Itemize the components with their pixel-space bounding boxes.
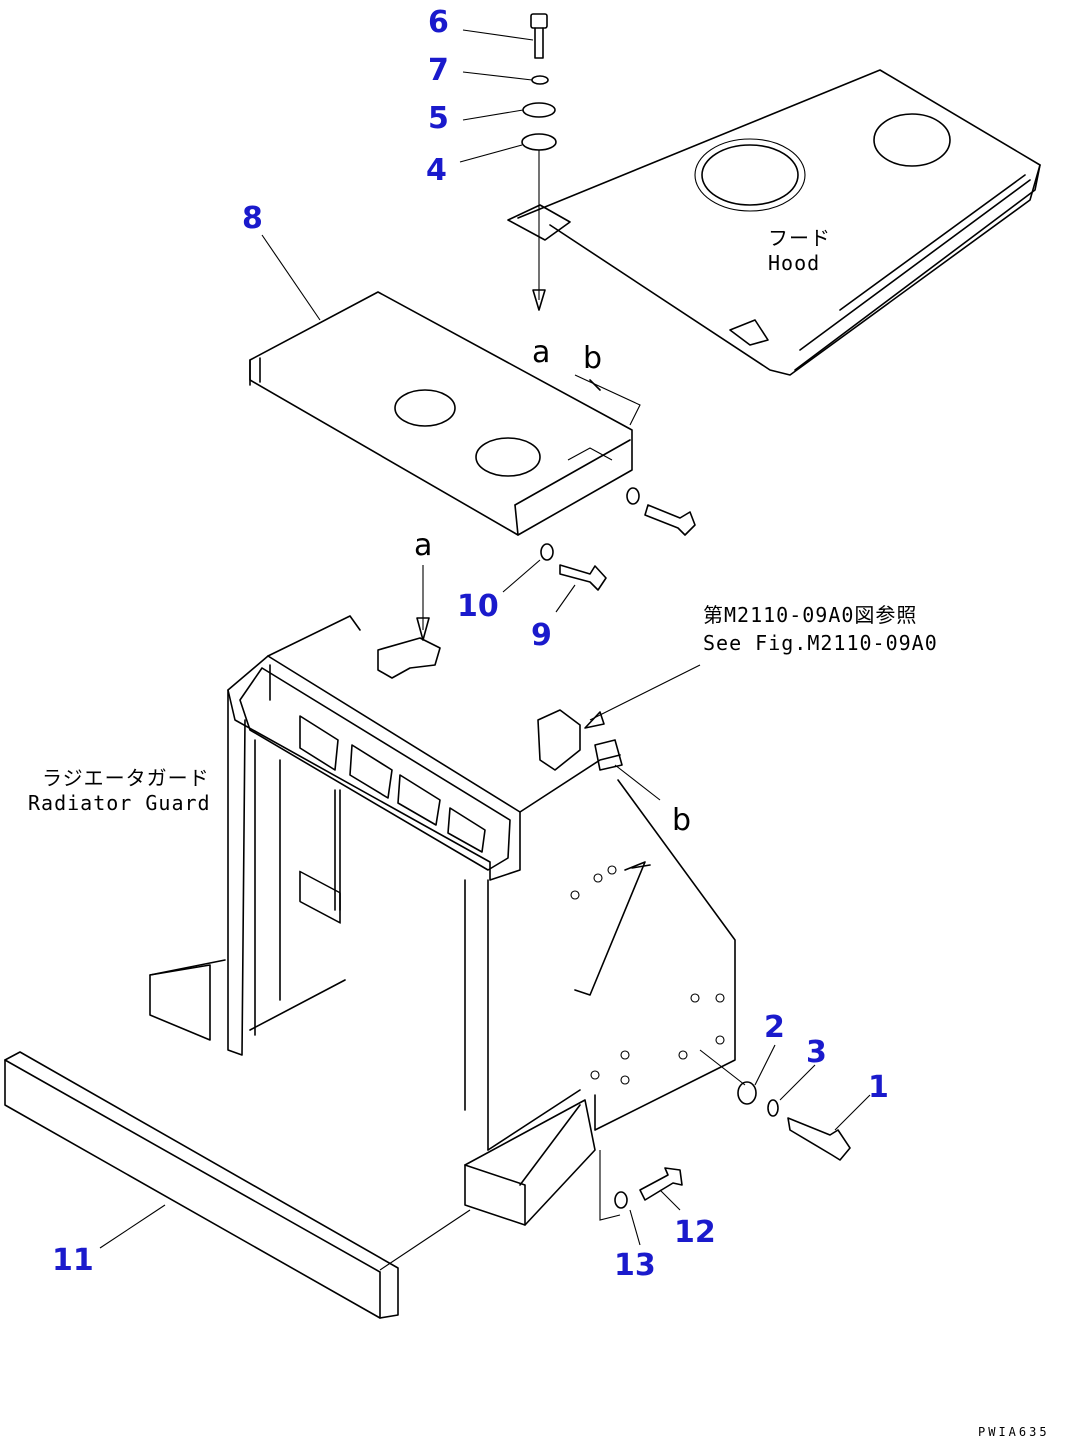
callout-13: 13 <box>614 1248 656 1283</box>
see-fig-en: See Fig.M2110-09A0 <box>703 631 938 655</box>
callout-12: 12 <box>674 1215 716 1250</box>
callout-3: 3 <box>806 1035 827 1070</box>
callout-11: 11 <box>52 1243 94 1278</box>
callout-6: 6 <box>428 5 449 40</box>
arrow-b-upper <box>589 379 601 391</box>
ref-mark-b-lower: b <box>672 803 691 838</box>
leader-8 <box>261 234 321 321</box>
callout-8: 8 <box>242 201 263 236</box>
ref-mark-b-upper: b <box>583 341 602 376</box>
callout-1: 1 <box>868 1070 889 1105</box>
callout-7: 7 <box>428 53 449 88</box>
ref-mark-a-upper: a <box>532 335 550 370</box>
hood-label-en: Hood <box>768 251 820 275</box>
radiator-guard <box>149 615 736 1226</box>
washer-13 <box>614 1191 628 1209</box>
hood-label-jp: フード <box>768 226 831 250</box>
lock-washer-7 <box>531 75 549 85</box>
bolt-1 <box>787 1117 851 1161</box>
ref-mark-a-lower: a <box>414 528 432 563</box>
nut-2 <box>737 1081 757 1105</box>
cover-plate-8 <box>249 291 633 536</box>
washer-5 <box>522 102 556 118</box>
hood-panel <box>507 69 1041 376</box>
bolt-9 <box>559 564 607 591</box>
arrow-a-upper <box>532 289 546 311</box>
see-fig-jp: 第M2110-09A0図参照 <box>703 603 917 627</box>
callout-2: 2 <box>764 1010 785 1045</box>
guard-bar-11 <box>4 1051 399 1319</box>
guard-label-jp: ラジエータガード <box>42 766 210 790</box>
drawing-number: PWIA635 <box>978 1425 1050 1439</box>
callout-4: 4 <box>426 153 447 188</box>
washer-4 <box>521 133 557 151</box>
bolt-12 <box>639 1167 683 1201</box>
callout-9: 9 <box>531 618 552 653</box>
callout-5: 5 <box>428 101 449 136</box>
guard-label-en: Radiator Guard <box>28 791 211 815</box>
callout-10: 10 <box>457 589 499 624</box>
cover-bolt <box>626 487 696 536</box>
washer-3 <box>767 1099 779 1117</box>
bolt-6 <box>530 13 548 59</box>
bracket <box>377 637 441 679</box>
washer-10 <box>540 543 554 561</box>
